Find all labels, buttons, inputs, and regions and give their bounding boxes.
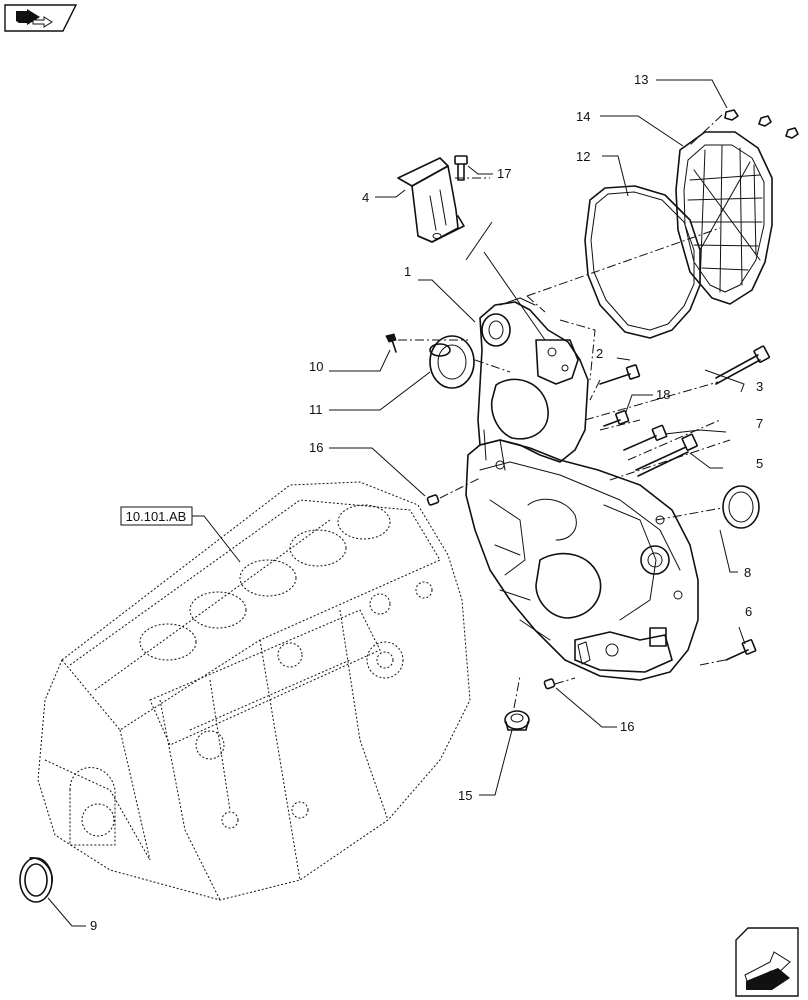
bolt-5	[635, 433, 698, 477]
callout-7: 7	[756, 416, 763, 431]
reference-label-box[interactable]: 10.101.AB	[120, 506, 241, 563]
plug-16-lower	[543, 678, 556, 690]
callout-11: 11	[309, 402, 323, 417]
plug-16-upper	[426, 494, 440, 506]
flywheel-housing	[465, 439, 699, 681]
callout-4: 4	[362, 190, 369, 205]
callout-8: 8	[744, 565, 751, 580]
nuts-13	[724, 109, 799, 139]
bolt-6	[725, 639, 757, 661]
callout-leaders	[47, 79, 746, 927]
bolt-17	[454, 155, 468, 181]
callout-9: 9	[90, 918, 97, 933]
gasket-12	[584, 185, 701, 339]
page-forward-icon[interactable]	[735, 927, 799, 997]
callout-13: 13	[634, 72, 648, 87]
callout-18: 18	[656, 387, 670, 402]
callout-5: 5	[756, 456, 763, 471]
bracket-4	[397, 157, 465, 243]
callout-1: 1	[404, 264, 411, 279]
callout-15: 15	[458, 788, 472, 803]
bolt-18	[603, 410, 630, 427]
assembly-axes	[398, 114, 731, 709]
engine-block	[37, 481, 471, 901]
reference-label: 10.101.AB	[126, 509, 187, 524]
callout-12: 12	[576, 149, 590, 164]
screw-10	[385, 333, 397, 353]
rear-cover-14	[675, 131, 773, 305]
timing-cover-upper	[477, 297, 589, 471]
callout-2: 2	[596, 346, 603, 361]
callout-16-upper: 16	[309, 440, 323, 455]
callout-17: 17	[497, 166, 511, 181]
ring-8	[722, 485, 760, 529]
plug-15	[504, 710, 530, 731]
callout-labels: 1 2 3 4 5 6 7 8 9 10 11 12 13 14 15 16 1…	[90, 72, 763, 933]
bolt-3	[715, 345, 771, 385]
seal-11	[429, 335, 475, 389]
bolt-2	[599, 364, 641, 385]
page-back-icon[interactable]	[4, 4, 78, 32]
callout-3: 3	[756, 379, 763, 394]
bolt-7	[623, 424, 668, 451]
seal-ring-9	[19, 857, 53, 903]
callout-10: 10	[309, 359, 323, 374]
callout-6: 6	[745, 604, 752, 619]
callout-14: 14	[576, 109, 590, 124]
callout-16-lower: 16	[620, 719, 634, 734]
